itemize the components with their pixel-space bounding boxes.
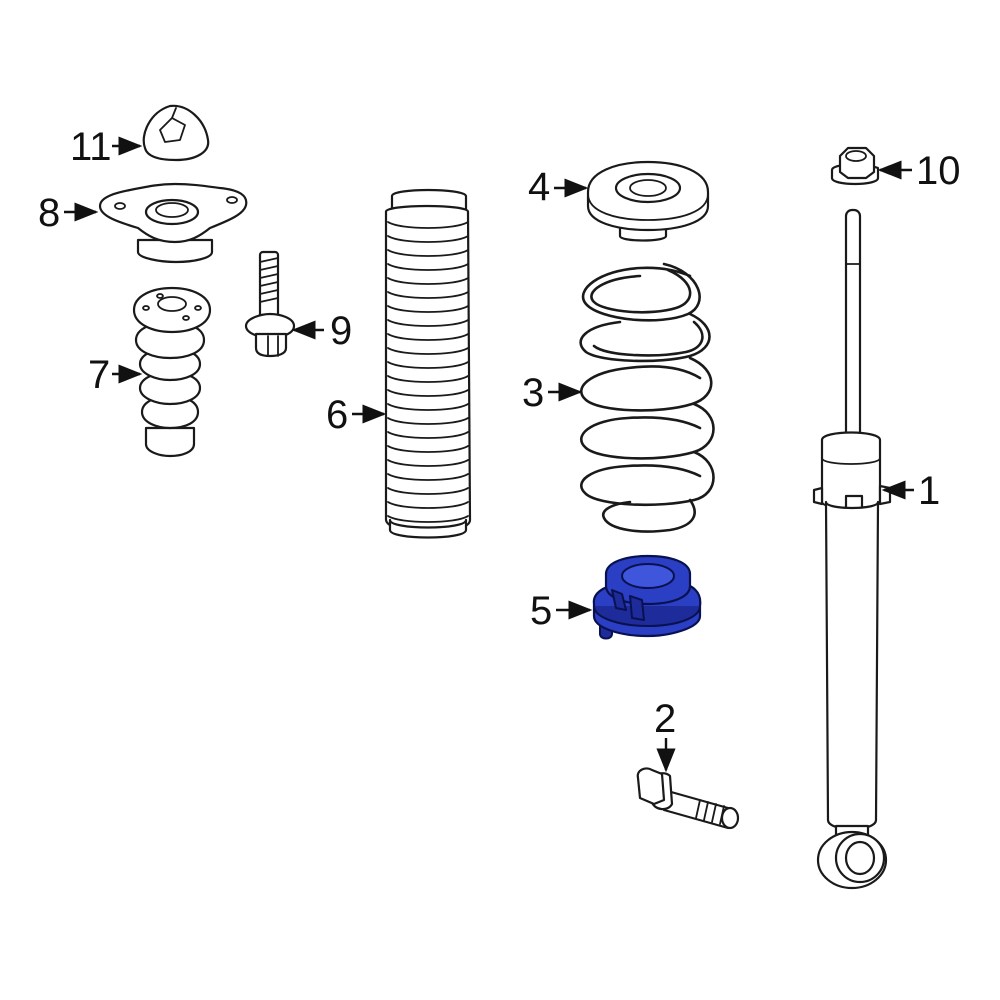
part-5-lower-spring-seat[interactable] — [592, 554, 702, 640]
callout-5: 5 — [530, 589, 593, 633]
part-2-lower-bolt[interactable] — [636, 767, 740, 830]
callout-6: 6 — [326, 393, 387, 437]
dust-boot-ring — [387, 403, 469, 411]
callout-label-7: 7 — [88, 353, 110, 397]
dust-boot-ring — [387, 319, 469, 327]
callout-label-3: 3 — [522, 371, 544, 415]
callout-11: 11 — [70, 125, 143, 169]
callout-2: 2 — [654, 697, 676, 773]
part-6-dust-boot[interactable] — [384, 188, 472, 539]
dust-boot-ring — [387, 473, 469, 481]
part-1-shock-absorber[interactable] — [812, 208, 892, 890]
callout-label-11: 11 — [70, 125, 112, 169]
part-8-upper-mount[interactable] — [98, 182, 248, 264]
callout-8: 8 — [38, 191, 99, 235]
dust-boot-ring — [387, 459, 469, 467]
callout-3: 3 — [522, 371, 583, 415]
callout-9: 9 — [291, 309, 352, 353]
part-3-coil-spring[interactable] — [579, 262, 715, 533]
part-4-upper-spring-seat[interactable] — [586, 160, 710, 242]
callout-label-5: 5 — [530, 589, 552, 633]
part-10-nut[interactable] — [830, 146, 880, 186]
callout-label-9: 9 — [330, 309, 352, 353]
part-9-bolt[interactable] — [244, 250, 296, 358]
dust-boot-ring — [387, 221, 469, 229]
dust-boot-ring — [387, 347, 469, 355]
callout-1: 1 — [881, 469, 940, 513]
dust-boot-ring — [387, 263, 469, 271]
callout-label-4: 4 — [528, 165, 550, 209]
dust-boot-ring — [387, 445, 469, 453]
dust-boot-ring — [387, 235, 469, 243]
callout-label-2: 2 — [654, 697, 676, 741]
dust-boot-ring — [387, 389, 469, 397]
dust-boot-ring — [387, 249, 469, 257]
dust-boot-ring — [387, 501, 469, 509]
dust-boot-ring — [387, 277, 469, 285]
dust-boot-ring — [387, 333, 469, 341]
part-7-bump-stop[interactable] — [132, 286, 212, 458]
callout-label-6: 6 — [326, 393, 348, 437]
callout-7: 7 — [88, 353, 143, 397]
callout-label-1: 1 — [918, 469, 940, 513]
dust-boot-ring — [387, 417, 469, 425]
dust-boot-ring — [387, 487, 469, 495]
dust-boot-ring — [387, 375, 469, 383]
callout-4: 4 — [528, 165, 589, 209]
callout-label-8: 8 — [38, 191, 60, 235]
dust-boot-ring — [387, 515, 469, 523]
dust-boot-ring — [387, 431, 469, 439]
dust-boot-ring — [387, 361, 469, 369]
callout-10: 10 — [877, 149, 961, 193]
dust-boot-ring — [387, 291, 469, 299]
part-11-bump-cap[interactable] — [142, 104, 210, 162]
callout-label-10: 10 — [916, 149, 961, 193]
dust-boot-ring — [387, 305, 469, 313]
